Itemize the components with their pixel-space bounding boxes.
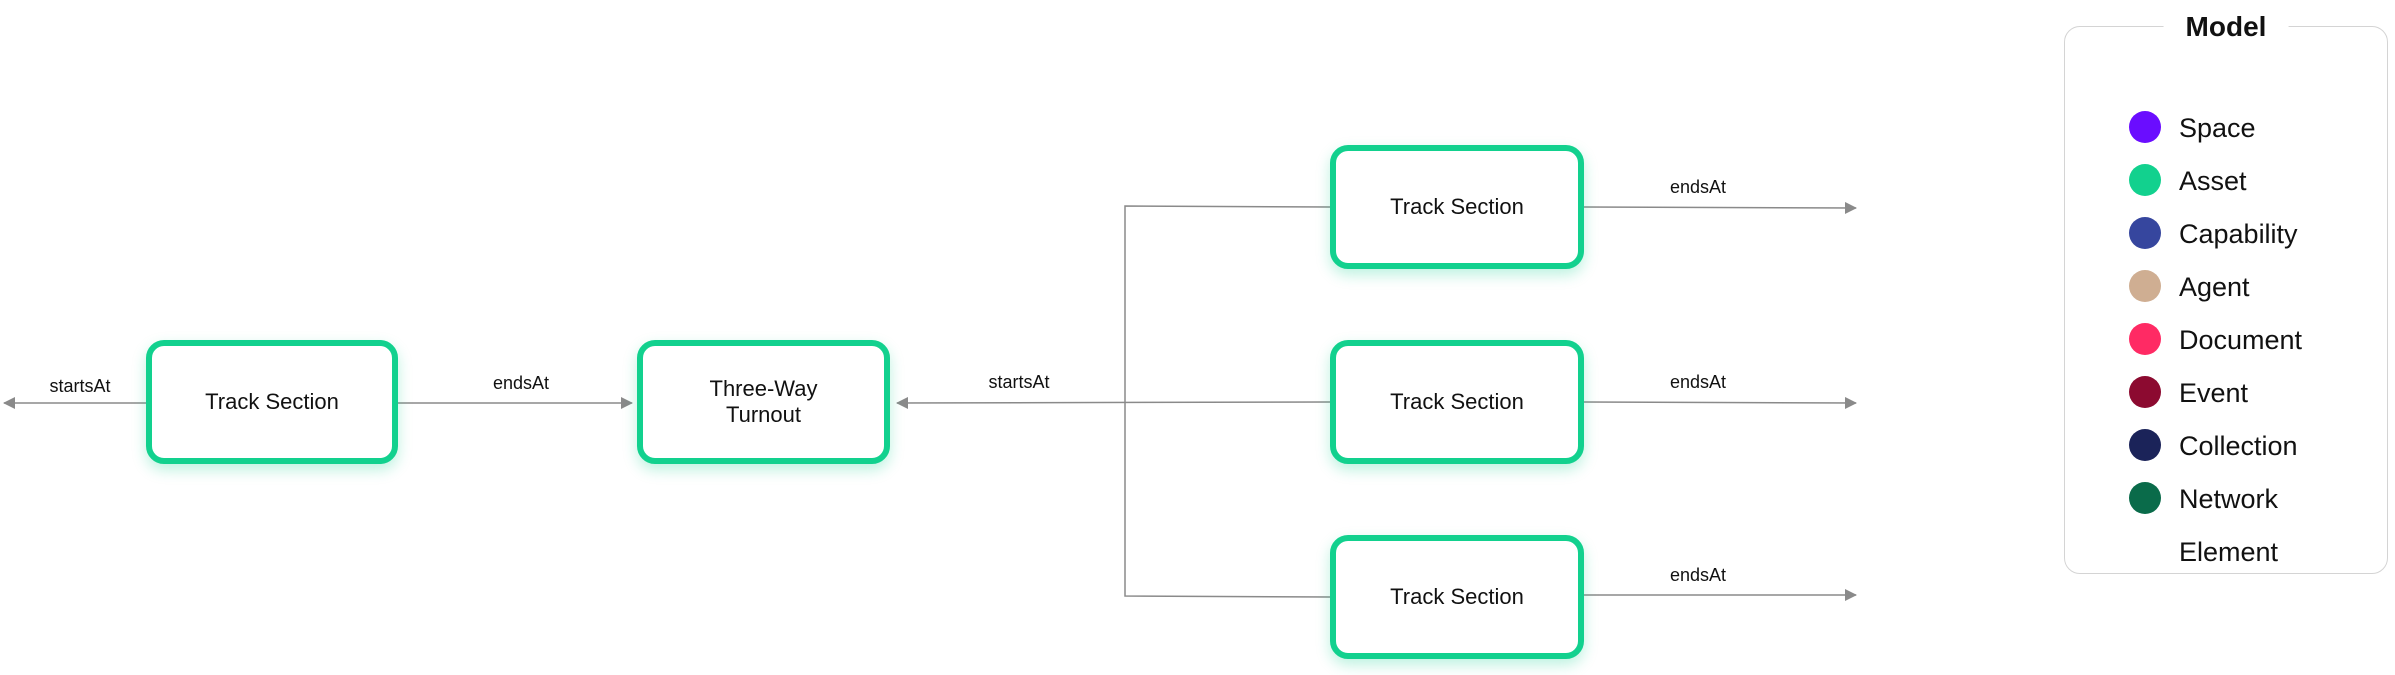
legend-label-element: Element [2179,537,2279,567]
legend-item-document[interactable]: Document [2129,321,2369,357]
legend-label-event: Event [2179,378,2249,408]
edge-label-ts1-startsat: startsAt [49,376,110,396]
legend-label-space: Space [2179,113,2256,143]
edge-ts2-to-trunk [1124,205,1331,403]
node-three-way-turnout-label: Three-Way Turnout [709,376,818,427]
legend-item-space[interactable]: Space [2129,109,2369,145]
edge-label-ts3-endsat: endsAt [1670,372,1726,392]
edge-label-ts2-endsat: endsAt [1670,177,1726,197]
legend-dot-element [2129,535,2161,567]
legend: Model Space Asset Capability Agent Docum… [2064,9,2388,574]
legend-item-capability[interactable]: Capability [2129,215,2369,251]
legend-dot-agent [2129,270,2161,302]
node-track-section-1[interactable]: Track Section [146,340,398,464]
node-track-section-4-label: Track Section [1390,584,1524,609]
legend-label-document: Document [2179,325,2303,355]
legend-title: Model [2163,9,2289,45]
legend-label-asset: Asset [2179,166,2247,196]
legend-label-collection: Collection [2179,431,2298,461]
legend-item-element[interactable]: Element [2129,533,2369,569]
legend-label-capability: Capability [2179,219,2298,249]
edge-ts4-to-trunk [1124,403,1331,598]
node-track-section-4[interactable]: Track Section [1330,535,1584,659]
legend-item-agent[interactable]: Agent [2129,268,2369,304]
legend-item-network[interactable]: Network [2129,480,2369,516]
legend-item-asset[interactable]: Asset [2129,162,2369,198]
legend-label-network: Network [2179,484,2279,514]
node-three-way-turnout[interactable]: Three-Way Turnout [637,340,890,464]
legend-item-collection[interactable]: Collection [2129,427,2369,463]
edge-label-ts1-endsat: endsAt [493,373,549,393]
node-track-section-3-label: Track Section [1390,389,1524,414]
edge-ts3-endsat [1583,396,1857,409]
legend-dot-asset [2129,164,2161,196]
legend-dot-document [2129,323,2161,355]
node-track-section-2-label: Track Section [1390,194,1524,219]
legend-dot-collection [2129,429,2161,461]
node-track-section-2[interactable]: Track Section [1330,145,1584,269]
legend-dot-network [2129,482,2161,514]
edge-ts3-startsat [896,396,1331,409]
node-track-section-3[interactable]: Track Section [1330,340,1584,464]
node-track-section-1-label: Track Section [205,389,339,414]
edge-label-ts4-endsat: endsAt [1670,565,1726,585]
legend-item-event[interactable]: Event [2129,374,2369,410]
edge-ts2-endsat [1583,201,1857,214]
diagram-canvas: startsAt endsAt startsAt endsAt endsAt e… [3,177,1857,601]
legend-dot-space [2129,111,2161,143]
edge-label-trunk-startsat: startsAt [988,372,1049,392]
legend-dot-capability [2129,217,2161,249]
legend-label-agent: Agent [2179,272,2250,302]
legend-dot-event [2129,376,2161,408]
